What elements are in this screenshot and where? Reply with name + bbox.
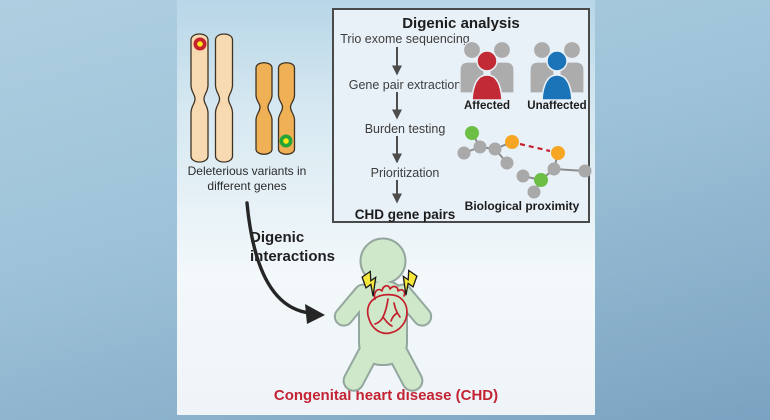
flow-step-trio-exome-sequencing: Trio exome sequencing: [340, 32, 470, 46]
analysis-box-title: Digenic analysis: [402, 15, 520, 32]
digenic-interactions-label: Digenic interactions: [250, 228, 335, 266]
chd-caption: Congenital heart disease (CHD): [273, 387, 499, 404]
biological-proximity-label: Biological proximity: [464, 199, 580, 213]
flow-step-gene-pair-extraction: Gene pair extraction: [348, 78, 462, 92]
digenic-analysis-box: Digenic analysis Trio exome sequencing G…: [332, 8, 590, 223]
flow-step-prioritization: Prioritization: [370, 166, 440, 180]
flow-step-chd-gene-pairs: CHD gene pairs: [354, 207, 456, 222]
deleterious-variants-label: Deleterious variants in different genes: [167, 164, 327, 194]
unaffected-label: Unaffected: [527, 100, 587, 112]
flow-step-burden-testing: Burden testing: [364, 122, 446, 136]
interaction-label-line1: Digenic: [250, 229, 305, 246]
affected-label: Affected: [463, 100, 510, 112]
variants-label-line1: Deleterious variants in: [187, 164, 307, 178]
variants-label-line2: different genes: [207, 179, 287, 193]
interaction-label-line2: interactions: [250, 248, 336, 265]
